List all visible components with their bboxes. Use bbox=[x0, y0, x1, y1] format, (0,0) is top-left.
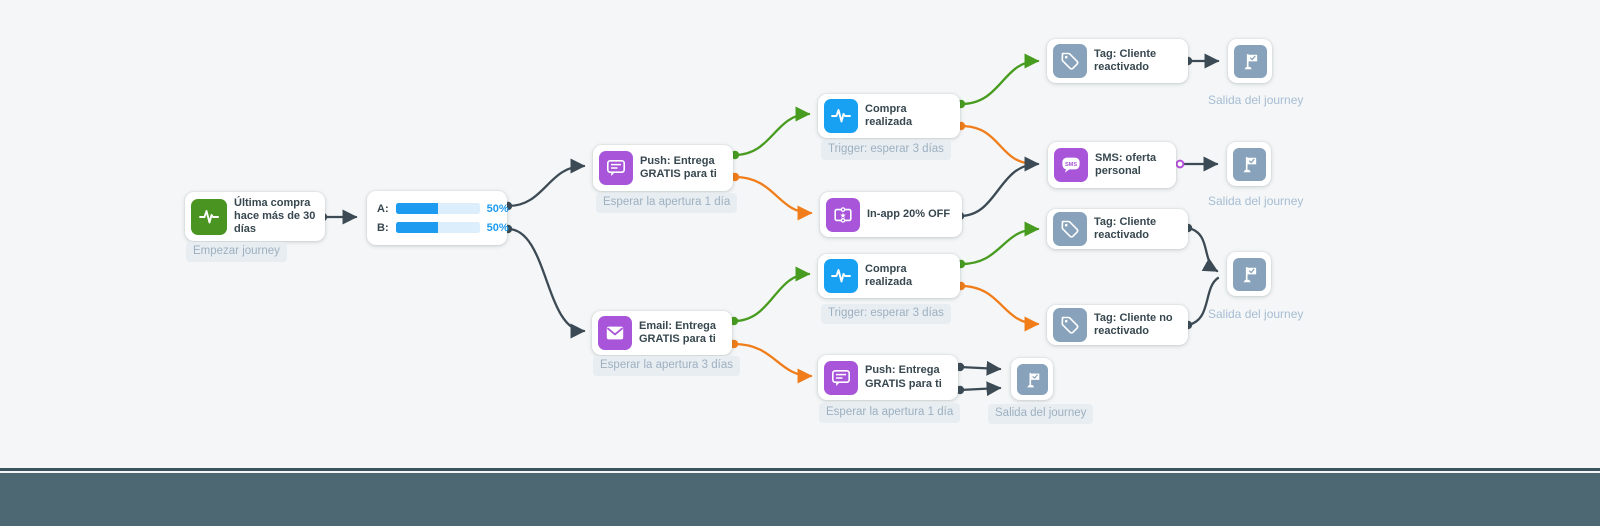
node-title: In-app 20% OFF bbox=[867, 207, 951, 220]
node-exit-sms[interactable] bbox=[1227, 142, 1271, 186]
node-push-bottom[interactable]: Push: Entrega GRATIS para ti bbox=[818, 355, 958, 400]
activity-icon bbox=[824, 99, 858, 133]
activity-icon bbox=[824, 259, 858, 293]
node-title: Tag: Cliente reactivado bbox=[1094, 215, 1157, 241]
node-ab-split[interactable]: A: 50% B: 50% bbox=[367, 191, 509, 245]
variant-a-label: A: bbox=[377, 202, 389, 215]
node-purchase-top[interactable]: Compra realizada bbox=[818, 94, 960, 138]
flag-icon bbox=[1016, 363, 1048, 395]
variant-a-bar bbox=[395, 203, 480, 214]
svg-text:★: ★ bbox=[840, 210, 847, 219]
variant-b-bar bbox=[395, 222, 480, 233]
node-badge: Trigger: esperar 3 días bbox=[821, 304, 951, 324]
email-icon bbox=[598, 316, 632, 350]
exit-label: Salida del journey bbox=[988, 404, 1094, 424]
node-title: Compra realizada bbox=[865, 262, 913, 288]
push-notification-icon bbox=[599, 151, 633, 185]
node-badge: Esperar la apertura 1 día bbox=[819, 403, 961, 423]
node-start-trigger[interactable]: Última compra hace más de 30 días bbox=[185, 192, 325, 241]
sms-icon: SMS bbox=[1054, 148, 1088, 182]
ab-variant-a: A: 50% bbox=[377, 202, 509, 215]
tag-icon bbox=[1053, 212, 1087, 246]
bottom-toolbar bbox=[0, 473, 1600, 526]
node-title: Tag: Cliente no reactivado bbox=[1094, 311, 1173, 337]
node-title: SMS: oferta personal bbox=[1095, 151, 1157, 177]
node-push-top[interactable]: Push: Entrega GRATIS para ti bbox=[593, 145, 733, 191]
node-tag-reactivated-top[interactable]: Tag: Cliente reactivado bbox=[1047, 39, 1188, 83]
node-badge: Esperar la apertura 1 día bbox=[596, 193, 738, 213]
node-title: Email: Entrega GRATIS para ti bbox=[639, 319, 717, 345]
exit-label: Salida del journey bbox=[1208, 194, 1304, 208]
node-tag-reactivated-mid[interactable]: Tag: Cliente reactivado bbox=[1047, 209, 1188, 249]
variant-a-value: 50% bbox=[486, 202, 509, 215]
flag-icon bbox=[1232, 257, 1266, 291]
node-title: Push: Entrega GRATIS para ti bbox=[640, 154, 717, 180]
variant-b-label: B: bbox=[377, 221, 389, 234]
variant-b-value: 50% bbox=[486, 221, 509, 234]
node-title: Última compra hace más de 30 días bbox=[234, 196, 316, 236]
node-title: Compra realizada bbox=[865, 102, 913, 128]
node-exit-bottom[interactable] bbox=[1011, 358, 1053, 400]
ab-variant-b: B: 50% bbox=[377, 221, 509, 234]
node-title: Push: Entrega GRATIS para ti bbox=[865, 364, 942, 390]
push-notification-icon bbox=[824, 360, 858, 395]
node-email[interactable]: Email: Entrega GRATIS para ti bbox=[592, 311, 732, 355]
flag-icon bbox=[1232, 147, 1266, 181]
node-badge: Empezar journey bbox=[186, 242, 287, 262]
bottom-bar-border bbox=[0, 468, 1600, 471]
flag-icon bbox=[1233, 44, 1267, 78]
node-title: Tag: Cliente reactivado bbox=[1094, 47, 1157, 73]
svg-text:SMS: SMS bbox=[1065, 162, 1077, 168]
activity-icon bbox=[191, 198, 227, 235]
tag-icon bbox=[1053, 308, 1087, 342]
node-badge: Esperar la apertura 3 días bbox=[593, 356, 740, 376]
node-purchase-bottom[interactable]: Compra realizada bbox=[818, 254, 960, 298]
exit-label: Salida del journey bbox=[1208, 93, 1304, 107]
tag-icon bbox=[1053, 44, 1087, 78]
node-exit-top[interactable] bbox=[1228, 39, 1272, 83]
node-inapp[interactable]: ★ In-app 20% OFF bbox=[820, 192, 962, 237]
node-sms[interactable]: SMS SMS: oferta personal bbox=[1048, 142, 1176, 188]
node-tag-not-reactivated[interactable]: Tag: Cliente no reactivado bbox=[1047, 305, 1188, 345]
node-exit-merge[interactable] bbox=[1227, 252, 1271, 296]
exit-label: Salida del journey bbox=[1208, 307, 1304, 321]
ticket-icon: ★ bbox=[826, 197, 860, 232]
node-badge: Trigger: esperar 3 días bbox=[821, 140, 951, 160]
